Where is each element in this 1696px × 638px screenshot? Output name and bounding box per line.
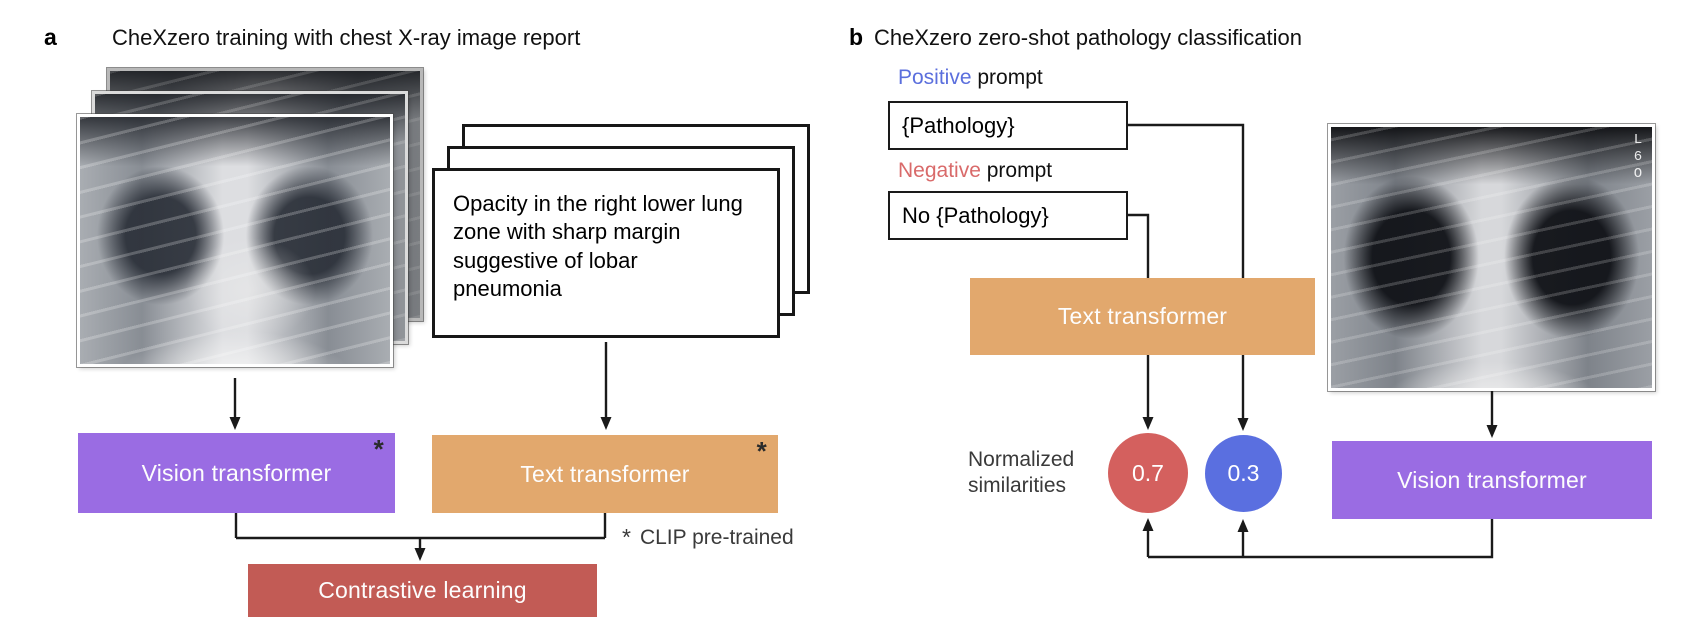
merge-connector-a <box>234 513 607 540</box>
panel-a-label: a <box>44 24 57 50</box>
positive-similarity-circle: 0.3 <box>1205 435 1282 512</box>
no-pathology-prompt-box: No {Pathology} <box>888 191 1128 240</box>
negative-word: Negative <box>898 159 981 182</box>
panel-b-label: b <box>849 24 864 50</box>
chest-xray-image-front <box>77 114 393 367</box>
vision-transformer-box-b: Vision transformer <box>1332 441 1652 519</box>
text-transformer-box-b: Text transformer <box>970 278 1315 355</box>
normalized-line: similarities <box>968 474 1067 498</box>
pathology-prompt-box: {Pathology} <box>888 101 1128 150</box>
normalized-line: Normalized <box>968 448 1075 471</box>
report-text-line: suggestive of lobar <box>453 247 638 273</box>
report-text-line: pneumonia <box>453 276 562 302</box>
panel-a-title: CheXzero training with chest X-ray image… <box>112 25 581 50</box>
text-transformer-label-b: Text transformer <box>1057 303 1228 329</box>
negative-similarity-circle: 0.7 <box>1108 433 1188 513</box>
no-pathology-prompt-text: No {Pathology} <box>902 202 1049 228</box>
clip-pretrained-note-text: CLIP pre-trained <box>639 525 794 549</box>
panel-b-title: CheXzero zero-shot pathology classificat… <box>874 25 1303 50</box>
vision-transformer-label-a: Vision transformer <box>141 459 332 486</box>
normalized-similarities-label: Normalized similarities <box>968 447 1074 500</box>
text-transformer-label-a: Text transformer <box>520 460 690 487</box>
positive-similarity-value: 0.3 <box>1227 460 1260 486</box>
negative-prompt-label: Negative prompt <box>898 159 1052 183</box>
vision-transformer-box-a: Vision transformer * <box>78 433 395 513</box>
asterisk-glyph: * <box>622 524 631 550</box>
vision-transformer-label-b: Vision transformer <box>1397 466 1587 493</box>
report-text-line: zone with sharp margin <box>453 219 681 245</box>
positive-prompt-label: Positive prompt <box>898 66 1043 90</box>
clip-pretrained-note: * CLIP pre-trained <box>622 524 794 551</box>
chest-xray-image-b: L6O <box>1328 124 1655 391</box>
contrastive-learning-box: Contrastive learning <box>248 564 597 617</box>
prompt-word: prompt <box>980 159 1053 182</box>
radiograph-side-marker: L6O <box>1630 132 1646 183</box>
prompt-word: prompt <box>971 66 1043 89</box>
clip-pretrained-asterisk: * <box>756 436 767 466</box>
report-card-front: Opacity in the right lower lung zone wit… <box>432 168 780 338</box>
text-transformer-box-a: Text transformer * <box>432 435 778 513</box>
clip-pretrained-asterisk: * <box>373 434 384 464</box>
vision-feedback-connector-b <box>1148 519 1494 559</box>
negative-similarity-value: 0.7 <box>1132 459 1164 486</box>
contrastive-learning-label: Contrastive learning <box>318 577 527 603</box>
prompt-connectors-b <box>1128 123 1245 278</box>
pathology-prompt-text: {Pathology} <box>902 112 1015 138</box>
report-text-line: Opacity in the right lower lung <box>453 191 743 216</box>
report-text: Opacity in the right lower lung zone wit… <box>435 171 777 304</box>
positive-word: Positive <box>898 66 972 89</box>
